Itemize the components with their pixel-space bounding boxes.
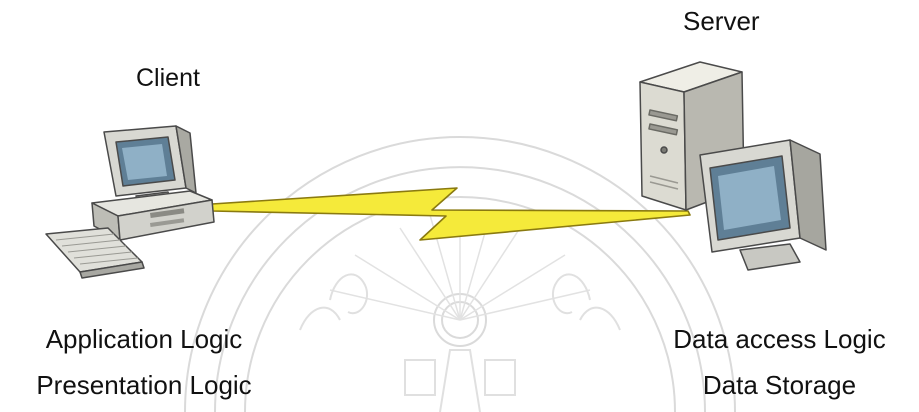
client-title: Client [136, 64, 200, 93]
client-caption-application-logic: Application Logic [8, 324, 280, 355]
server-caption-data-storage: Data Storage [640, 370, 919, 401]
server-caption-data-access-logic: Data access Logic [640, 324, 919, 355]
client-caption-presentation-logic: Presentation Logic [8, 370, 280, 401]
server-title: Server [683, 6, 760, 37]
